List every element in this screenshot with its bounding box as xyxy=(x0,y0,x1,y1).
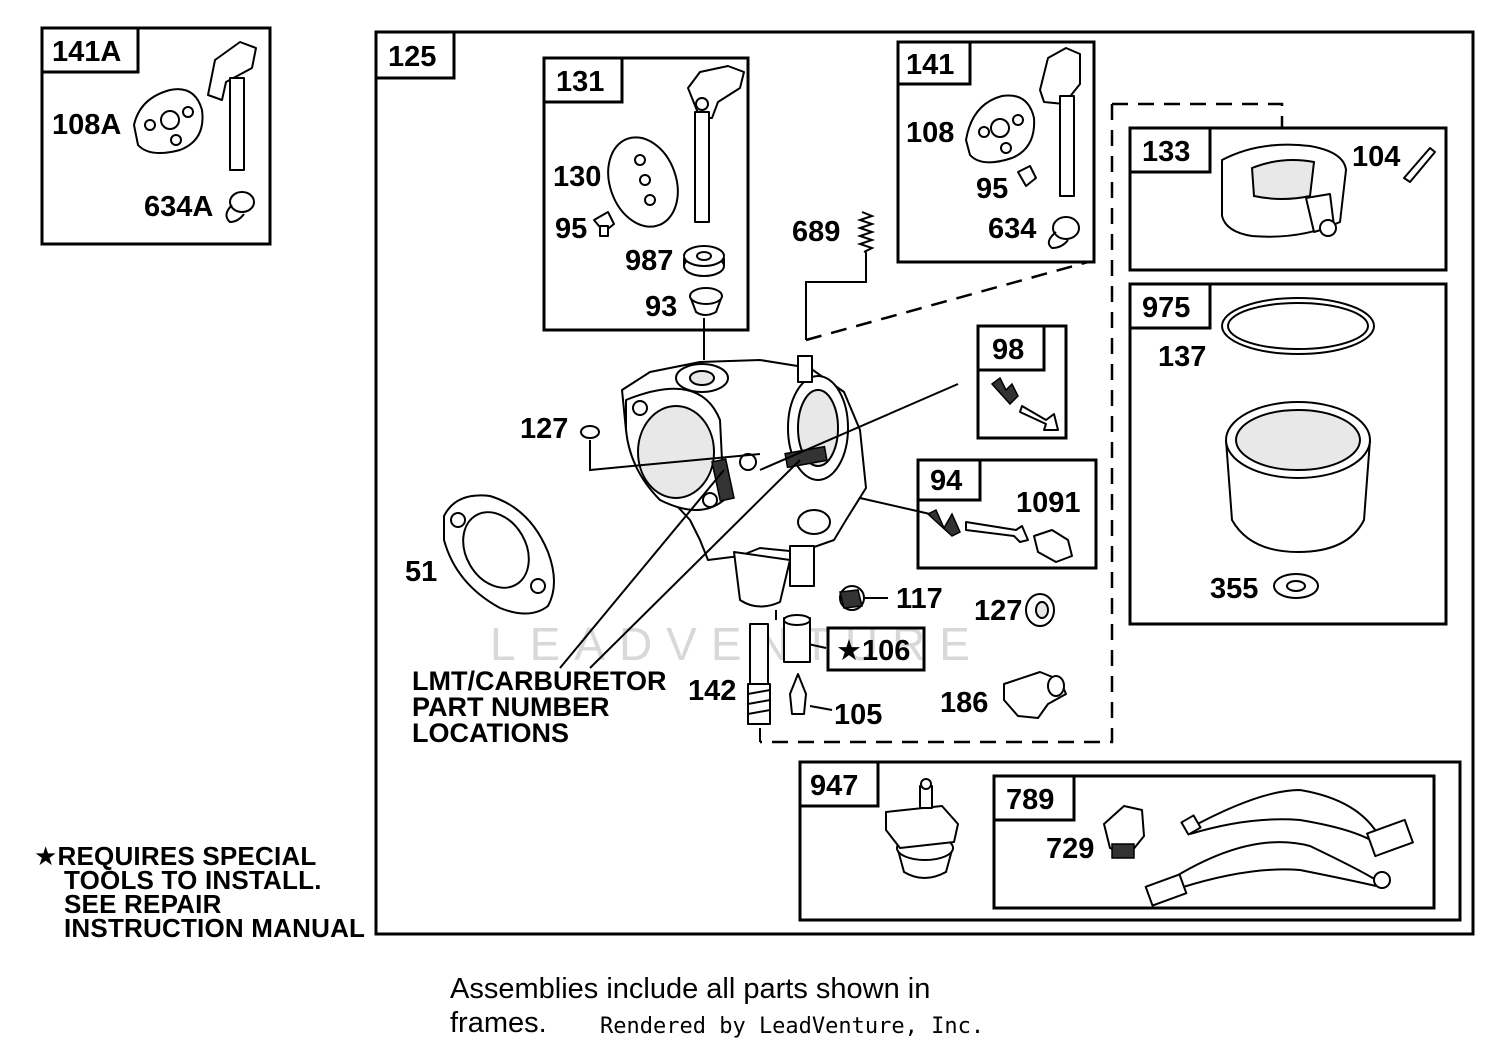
choke-lever-141a xyxy=(207,41,257,101)
label-1091: 1091 xyxy=(1016,487,1081,519)
frame-141: 141 108 95 634 xyxy=(896,40,1096,264)
spring-94 xyxy=(926,508,961,537)
frame-label-98: 98 xyxy=(992,334,1024,366)
label-105: 105 xyxy=(834,699,882,731)
screw-95-b xyxy=(1017,165,1037,187)
frame-label-141a: 141A xyxy=(52,36,121,68)
frame-label-125: 125 xyxy=(388,41,436,73)
assemblies-caption: Assemblies include all parts shown in fr… xyxy=(450,973,931,1039)
label-729: 729 xyxy=(1046,833,1094,865)
label-689: 689 xyxy=(792,216,840,248)
frame-125: 125 xyxy=(374,30,1475,936)
label-108: 108 xyxy=(906,117,954,149)
spring-689: 689 xyxy=(792,211,876,340)
carburetor-body xyxy=(621,355,867,608)
frame-label-947: 947 xyxy=(810,770,858,802)
label-137: 137 xyxy=(1158,341,1206,373)
frame-label-975: 975 xyxy=(1142,292,1190,324)
spring-634a xyxy=(229,191,255,213)
label-634a: 634A xyxy=(144,191,213,223)
limiter-cap-1091 xyxy=(1033,529,1073,563)
throttle-lever-131 xyxy=(687,65,745,119)
gasket-127-small xyxy=(580,425,600,439)
star-icon: ★ xyxy=(34,841,58,871)
mixture-screw-94 xyxy=(965,521,1029,543)
special-tools-note: ★REQUIRES SPECIAL TOOLS TO INSTALL. SEE … xyxy=(34,841,366,943)
spring-98 xyxy=(990,376,1019,406)
frame-789: 789 729 xyxy=(992,774,1436,910)
leader-lines xyxy=(559,383,959,742)
label-104: 104 xyxy=(1352,141,1400,173)
label-130: 130 xyxy=(553,161,601,193)
choke-shaft-141a xyxy=(229,77,245,171)
frame-label-141: 141 xyxy=(906,49,954,81)
emulsion-tube-142: 142 xyxy=(688,623,771,725)
spring-634 xyxy=(1052,216,1080,240)
rendered-by-credit: Rendered by LeadVenture, Inc. xyxy=(600,1014,985,1039)
label-51: 51 xyxy=(405,556,437,588)
elbow-fitting-186: 186 xyxy=(940,671,1067,719)
fitting-117: 117 xyxy=(839,583,943,615)
frame-label-94: 94 xyxy=(930,465,962,497)
label-93: 93 xyxy=(645,291,677,323)
frame-label-106: ★106 xyxy=(836,635,910,667)
frame-947: 947 xyxy=(798,760,1462,922)
label-95-b: 95 xyxy=(976,173,1008,205)
frame-141a: 141A 108A 634A xyxy=(40,26,272,246)
gasket-127-large: 127 xyxy=(974,593,1055,627)
choke-shaft-141 xyxy=(1059,95,1075,197)
lmt-note: LMT/CARBURETOR PART NUMBER LOCATIONS xyxy=(412,666,666,748)
frame-98: 98 xyxy=(976,324,1068,440)
label-95-a: 95 xyxy=(555,213,587,245)
label-142: 142 xyxy=(688,675,736,707)
throttle-shaft-131 xyxy=(694,111,710,223)
label-987: 987 xyxy=(625,245,673,277)
frame-131: 131 130 95 987 93 xyxy=(542,56,750,360)
frame-label-133: 133 xyxy=(1142,136,1190,168)
dashed-assembly-outline xyxy=(760,102,1284,744)
label-355: 355 xyxy=(1210,573,1258,605)
frame-label-131: 131 xyxy=(556,66,604,98)
svg-text:LOCATIONS: LOCATIONS xyxy=(412,718,569,748)
label-186: 186 xyxy=(940,687,988,719)
gasket-51: 51 xyxy=(405,494,555,615)
idle-screw-98 xyxy=(1019,405,1059,431)
frame-133: 133 104 xyxy=(1128,126,1448,272)
label-127-a: 127 xyxy=(520,413,568,445)
label-127-b: 127 xyxy=(974,595,1022,627)
frame-94: 94 1091 xyxy=(916,458,1098,570)
label-634: 634 xyxy=(988,213,1036,245)
frame-label-789: 789 xyxy=(1006,784,1054,816)
frame-975: 975 137 355 xyxy=(1128,282,1448,626)
svg-text:PART NUMBER: PART NUMBER xyxy=(412,692,610,722)
wire-harness-789 xyxy=(1144,788,1414,907)
svg-text:LMT/CARBURETOR: LMT/CARBURETOR xyxy=(412,666,666,696)
pin-104 xyxy=(1403,147,1436,183)
label-117: 117 xyxy=(896,583,943,615)
label-108a: 108A xyxy=(52,109,121,141)
needle-105: 105 xyxy=(789,673,882,731)
frame-106: ★106 xyxy=(783,614,926,672)
choke-lever-141 xyxy=(1039,47,1081,105)
